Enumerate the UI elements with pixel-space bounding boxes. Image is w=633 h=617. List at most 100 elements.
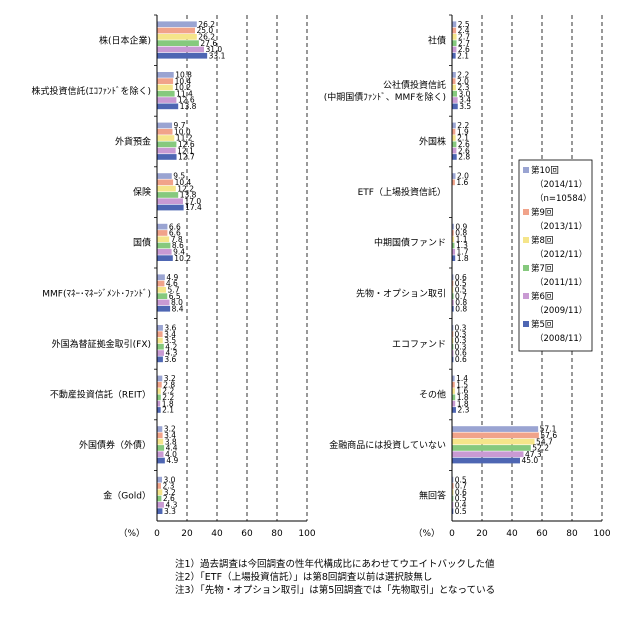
- left-bar: [157, 185, 176, 192]
- left-bar: [157, 192, 179, 198]
- legend-entry-text: （2009/11）: [535, 305, 587, 316]
- right-bar: [452, 90, 457, 97]
- left-bar: [157, 154, 177, 160]
- left-category-label: 株式投資信託(ｴｺﾌｧﾝﾄﾞを除く): [31, 85, 151, 97]
- right-value-label: 2.0: [457, 77, 469, 86]
- right-bar: [452, 72, 456, 78]
- left-category-label: 外貨預金: [115, 136, 151, 148]
- left-value-label: 3.8: [165, 437, 177, 446]
- right-value-label: 1.8: [457, 399, 469, 408]
- right-value-label: 54.7: [536, 437, 553, 446]
- right-bar: [452, 274, 454, 281]
- right-bar: [452, 407, 456, 413]
- left-value-label: 11.4: [176, 89, 193, 98]
- left-x-tick-label: 0: [154, 529, 160, 539]
- right-category-label: エコファンド: [392, 340, 446, 350]
- right-bar: [452, 305, 454, 312]
- left-value-label: 8.0: [171, 298, 183, 307]
- left-bar: [157, 84, 173, 91]
- left-bar: [157, 135, 175, 141]
- left-value-label: 33.1: [209, 51, 226, 60]
- left-bar: [157, 236, 170, 243]
- left-value-label: 4.0: [165, 450, 177, 459]
- right-value-label: 1.1: [456, 235, 468, 244]
- right-bar: [452, 350, 454, 356]
- left-bar: [157, 445, 165, 451]
- right-bar: [452, 128, 456, 135]
- right-category-label: 中期国債ファンド: [374, 237, 446, 249]
- note-2: 注2）「ETF（上場投資信託）」は第8回調査以前は選択肢無し: [175, 571, 432, 583]
- right-value-label: 3.0: [459, 89, 471, 98]
- left-bar: [157, 72, 174, 78]
- left-bar: [157, 287, 167, 293]
- right-bar: [452, 287, 454, 293]
- legend-swatch: [523, 293, 529, 299]
- left-bar: [157, 400, 161, 407]
- left-bar: [157, 438, 164, 445]
- left-bar: [157, 407, 161, 413]
- left-value-label: 10.8: [175, 71, 192, 80]
- left-value-label: 26.2: [198, 33, 215, 42]
- left-value-label: 6.5: [169, 292, 181, 301]
- right-value-label: 0.7: [455, 482, 467, 491]
- left-value-label: 3.2: [164, 425, 176, 434]
- right-value-label: 0.3: [454, 330, 466, 339]
- left-bar: [157, 451, 164, 458]
- right-x-tick-label: 80: [566, 529, 578, 539]
- right-x-tick-label: 20: [476, 529, 488, 539]
- right-bar: [452, 141, 457, 148]
- left-bar: [157, 280, 165, 287]
- right-bar: [452, 97, 458, 103]
- left-value-label: 8.6: [172, 241, 184, 250]
- right-bar: [452, 388, 455, 394]
- right-category-label: 先物・オプション取引: [356, 287, 446, 299]
- left-value-label: 4.4: [166, 444, 178, 453]
- left-bar: [157, 147, 176, 154]
- right-bar: [452, 34, 457, 40]
- right-value-label: 52.2: [532, 444, 549, 453]
- left-value-label: 3.6: [164, 324, 176, 333]
- right-bar: [452, 40, 457, 46]
- right-bar: [452, 451, 524, 458]
- left-value-label: 3.2: [164, 488, 176, 497]
- left-value-label: 4.6: [166, 279, 178, 288]
- right-value-label: 3.5: [459, 102, 471, 111]
- left-value-label: 2.6: [163, 494, 175, 503]
- left-bar: [157, 331, 163, 337]
- left-category-label: 国債: [133, 237, 151, 249]
- right-value-label: 45.0: [522, 456, 539, 465]
- right-value-label: 57.1: [540, 425, 557, 434]
- left-bar: [157, 508, 163, 514]
- legend-entry-text: 第9回: [531, 207, 553, 218]
- left-bar: [157, 34, 197, 40]
- left-value-label: 3.4: [164, 431, 176, 440]
- right-bar: [452, 343, 454, 350]
- right-value-label: 0.3: [454, 324, 466, 333]
- legend-entry-text: （2013/11）: [535, 221, 587, 232]
- left-value-label: 3.2: [164, 374, 176, 383]
- right-value-label: 0.4: [455, 501, 467, 510]
- right-value-label: 0.5: [455, 286, 467, 295]
- legend-entry-text: 第10回: [531, 165, 559, 176]
- right-bar: [452, 242, 455, 249]
- left-bar: [157, 249, 172, 255]
- left-category-label: 外国為替証拠金取引(FX): [52, 338, 151, 350]
- right-value-label: 0.6: [455, 349, 467, 358]
- right-value-label: 2.1: [457, 134, 469, 143]
- left-category-label: 不動産投資信託（REIT）: [50, 389, 151, 401]
- left-x-tick-label: 20: [181, 529, 193, 539]
- right-value-label: 2.7: [458, 33, 470, 42]
- left-bar: [157, 432, 163, 439]
- left-bar: [157, 27, 195, 34]
- right-bar: [452, 147, 457, 154]
- right-value-label: 0.5: [455, 475, 467, 484]
- right-bar: [452, 46, 457, 53]
- right-value-label: 0.6: [455, 273, 467, 282]
- right-value-label: 1.8: [457, 393, 469, 402]
- right-bar: [452, 223, 454, 230]
- right-bar: [452, 375, 455, 382]
- left-value-label: 10.0: [174, 127, 191, 136]
- right-value-label: 2.6: [458, 146, 470, 155]
- right-bar: [452, 249, 456, 255]
- right-bar: [452, 84, 456, 91]
